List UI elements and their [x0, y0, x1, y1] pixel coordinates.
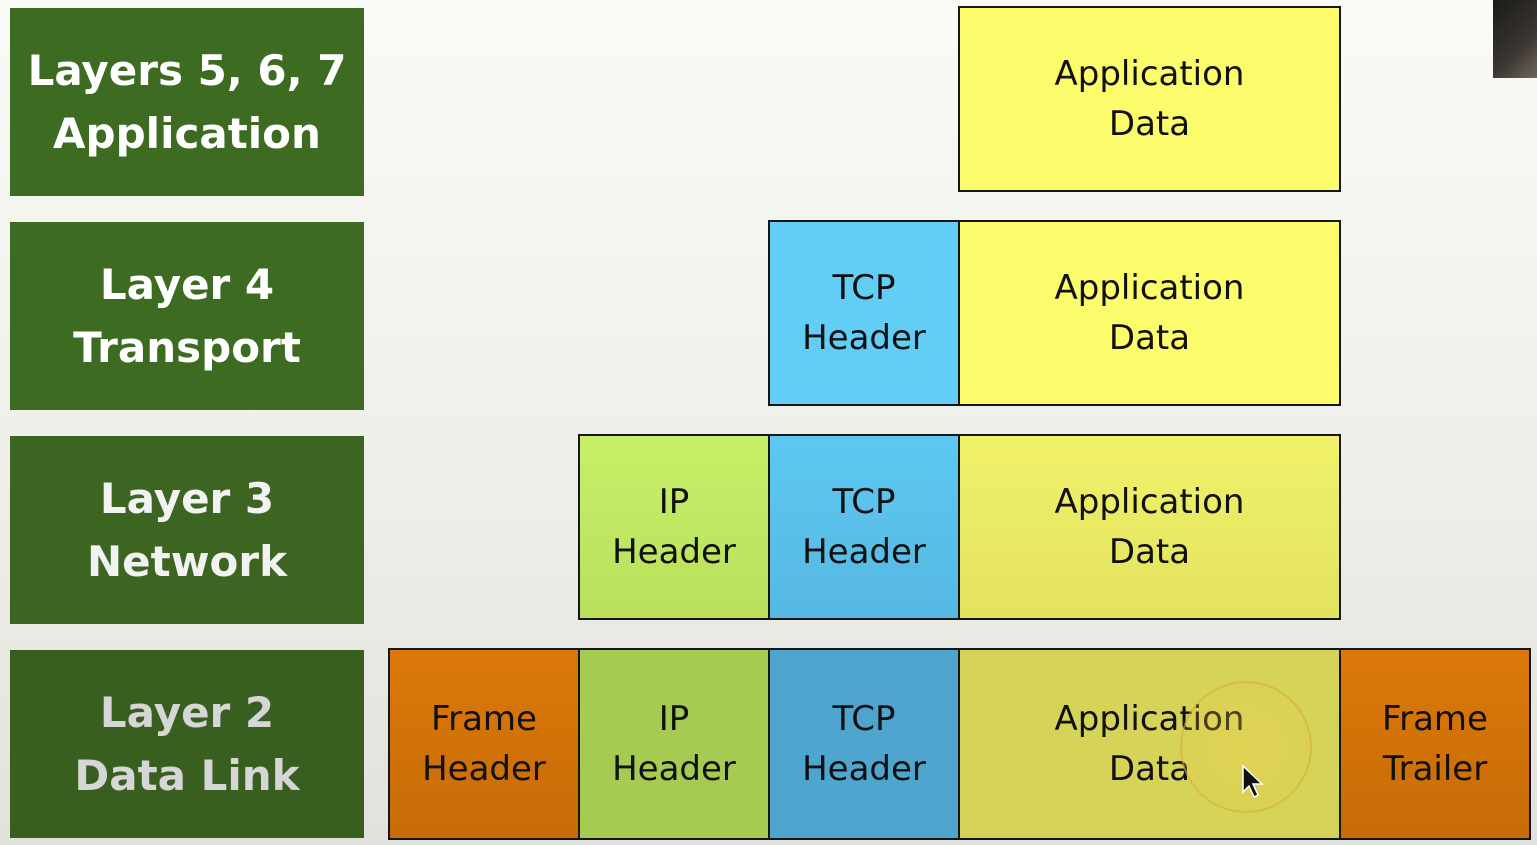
ip-header-block: IP Header: [578, 648, 770, 840]
cell-line: Application: [1054, 54, 1245, 94]
application-data-block: Application Data: [958, 6, 1341, 192]
layer-name: Transport: [73, 323, 301, 372]
frame-trailer-block: Frame Trailer: [1339, 648, 1531, 840]
cell-line: TCP: [832, 268, 896, 308]
cell-line: Data: [1108, 318, 1191, 358]
cell-line: Header: [422, 749, 546, 789]
frame-header-block: Frame Header: [388, 648, 580, 840]
cell-line: Data: [1108, 104, 1191, 144]
cell-line: Header: [802, 318, 926, 358]
layer-label-application: Layers 5, 6, 7 Application: [10, 8, 364, 196]
cell-line: Data: [1108, 749, 1191, 789]
tcp-header-block: TCP Header: [768, 434, 960, 620]
tcp-header-block: TCP Header: [768, 648, 960, 840]
application-data-block: Application Data: [958, 648, 1341, 840]
layer-name: Application: [53, 109, 321, 158]
layer-name: Data Link: [74, 751, 300, 800]
cell-line: TCP: [832, 482, 896, 522]
cell-line: TCP: [832, 699, 896, 739]
layer-number: Layers 5, 6, 7: [27, 46, 347, 95]
cell-line: Header: [612, 532, 736, 572]
cell-line: Application: [1054, 699, 1245, 739]
layer-number: Layer 2: [99, 688, 275, 737]
layer-label-network: Layer 3 Network: [10, 436, 364, 624]
webcam-overlay: [1493, 0, 1537, 78]
cell-line: IP: [658, 482, 690, 522]
cell-line: Header: [802, 532, 926, 572]
cell-line: IP: [658, 699, 690, 739]
layer-label-transport: Layer 4 Transport: [10, 222, 364, 410]
application-data-block: Application Data: [958, 220, 1341, 406]
cell-line: Data: [1108, 532, 1191, 572]
layer-name: Network: [86, 537, 287, 586]
layer-number: Layer 4: [99, 260, 275, 309]
tcp-header-block: TCP Header: [768, 220, 960, 406]
ip-header-block: IP Header: [578, 434, 770, 620]
layer-label-data-link: Layer 2 Data Link: [10, 650, 364, 838]
cell-line: Application: [1054, 268, 1245, 308]
cell-line: Frame: [1382, 699, 1488, 739]
cell-line: Trailer: [1382, 749, 1488, 789]
cell-line: Header: [802, 749, 926, 789]
cell-line: Application: [1054, 482, 1245, 522]
application-data-block: Application Data: [958, 434, 1341, 620]
cell-line: Header: [612, 749, 736, 789]
layer-number: Layer 3: [99, 474, 275, 523]
cell-line: Frame: [431, 699, 537, 739]
